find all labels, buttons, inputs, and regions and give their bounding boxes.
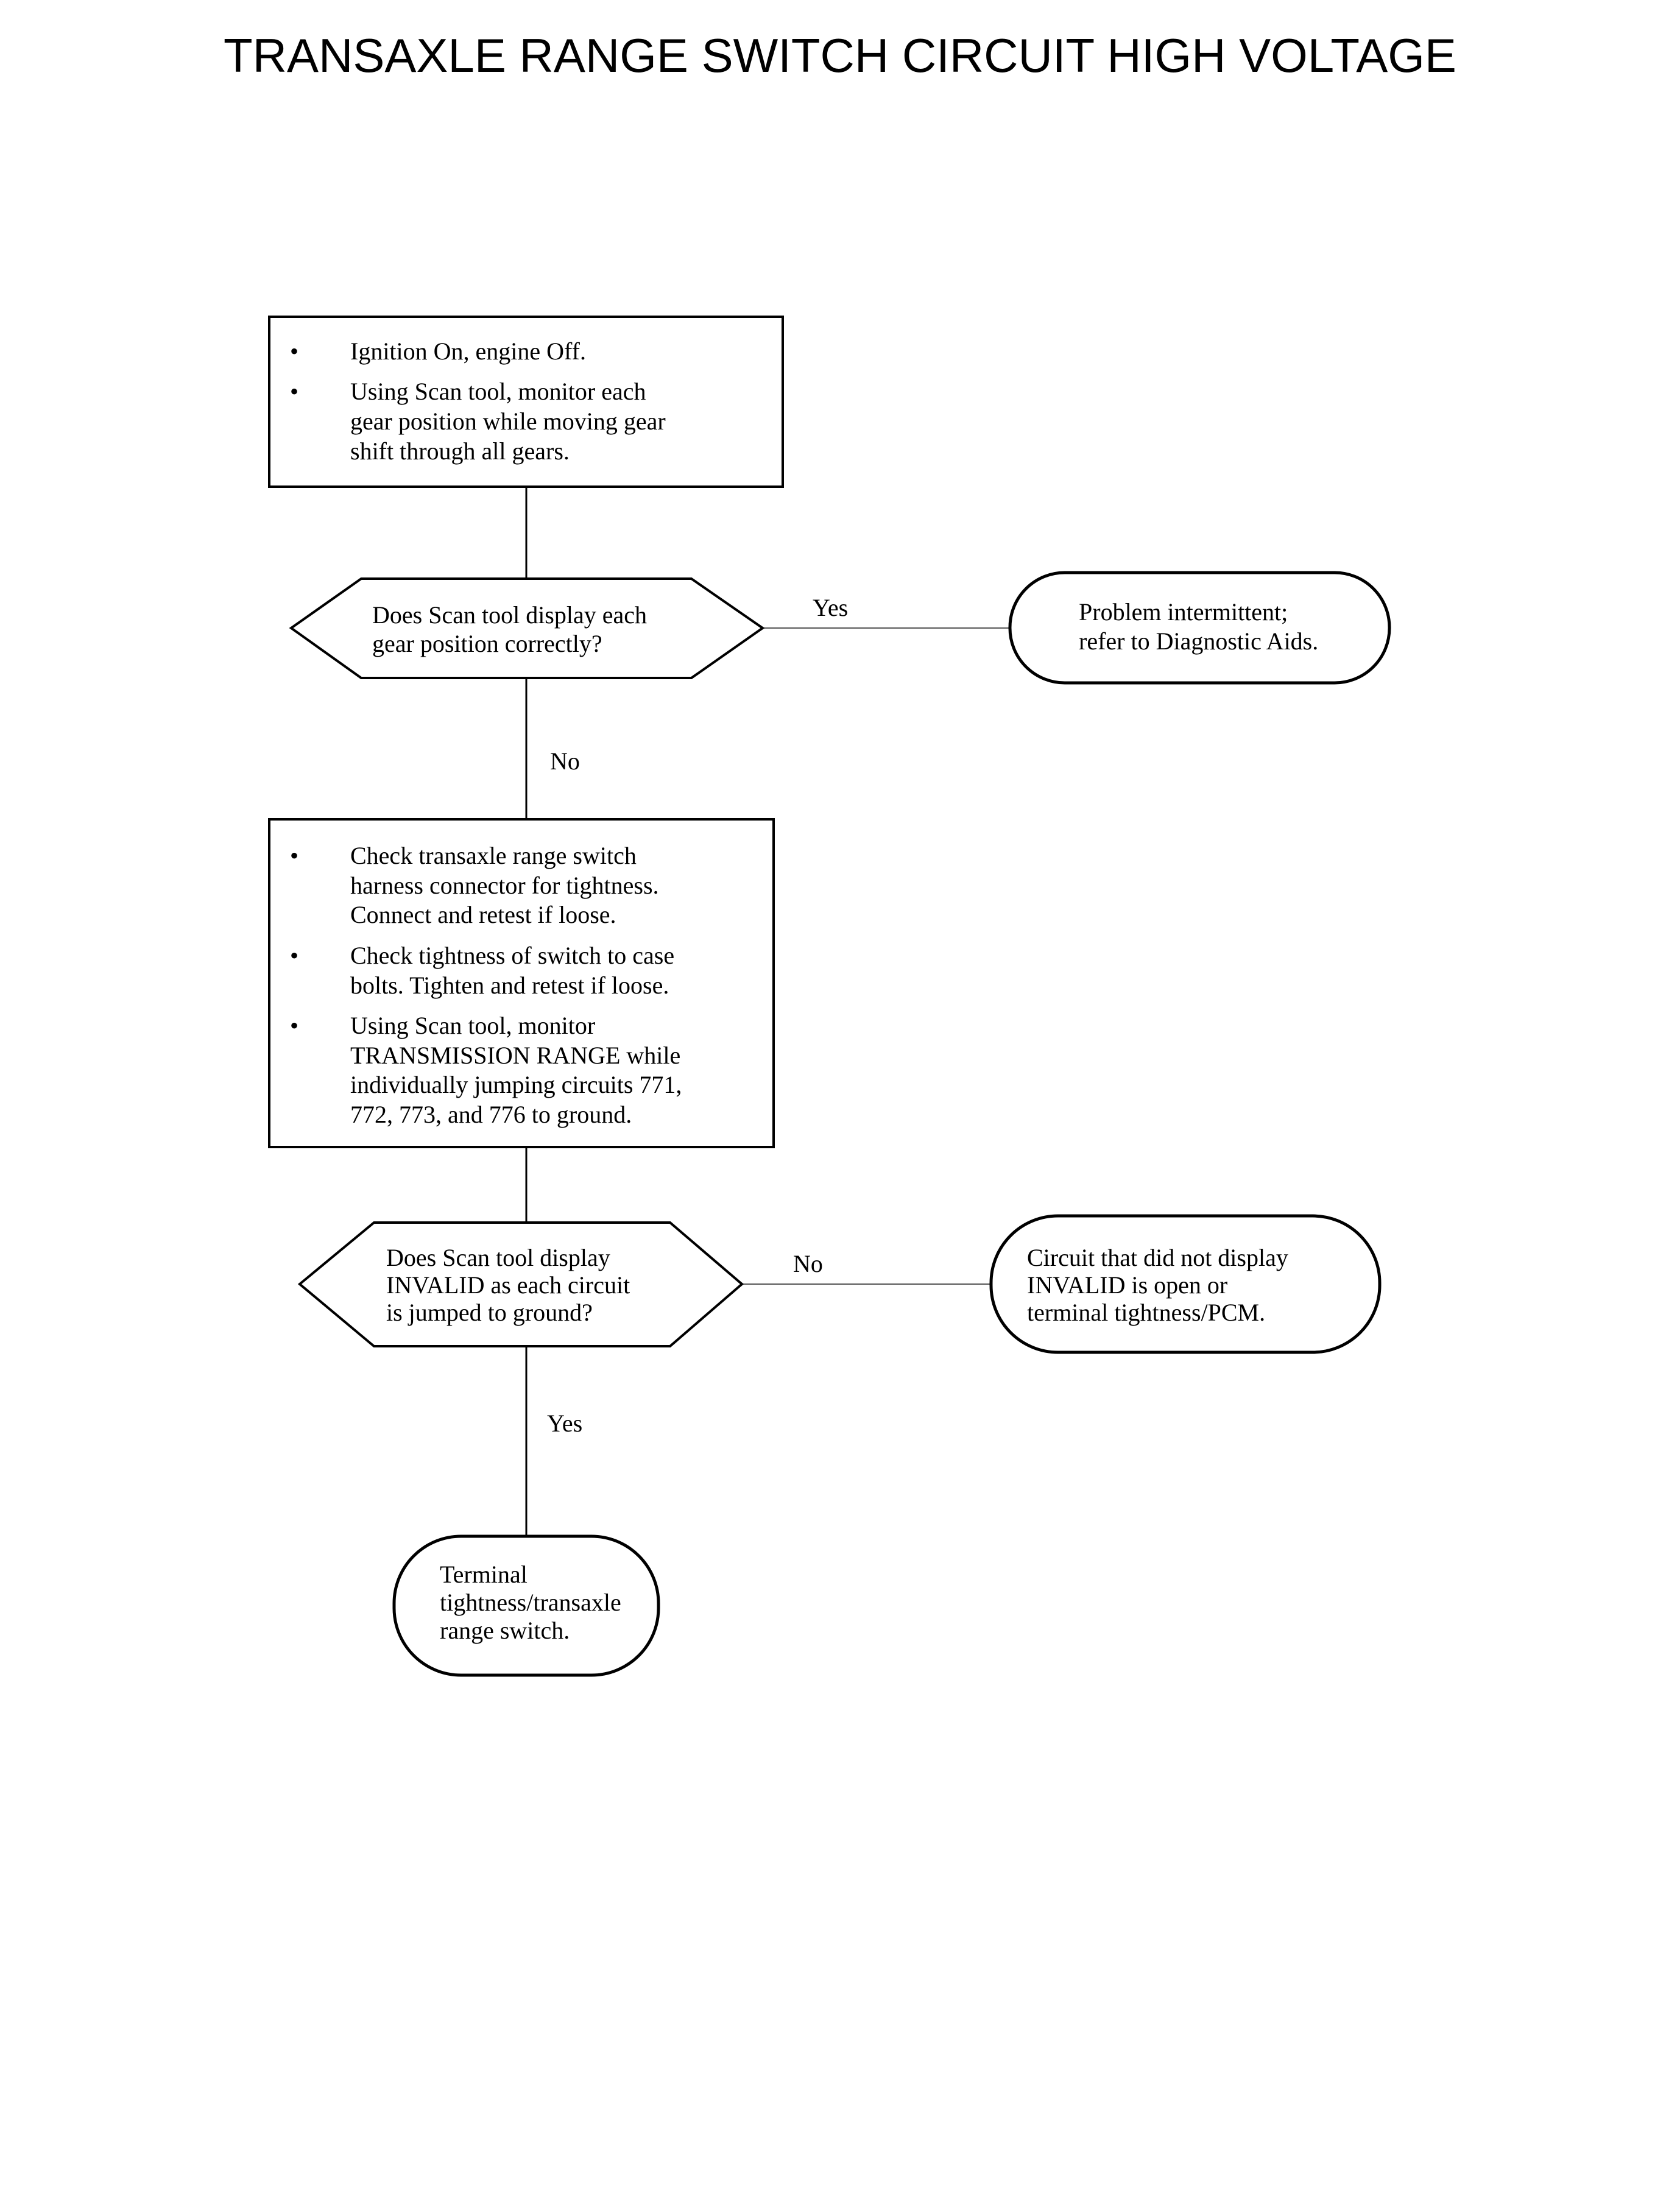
decision-2-no-label: No [793, 1250, 823, 1277]
step-box-2-line: 772, 773, and 776 to ground. [350, 1101, 632, 1128]
step-box-1-line: gear position while moving gear [350, 408, 666, 435]
terminal-3-line: range switch. [440, 1617, 570, 1644]
terminal-3 [392, 1534, 660, 1677]
step-box-1-line: Ignition On, engine Off. [350, 337, 586, 365]
terminal-2-line: Circuit that did not display [1027, 1244, 1288, 1271]
terminal-2-line: terminal tightness/PCM. [1027, 1299, 1265, 1326]
decision-2-line: is jumped to ground? [386, 1299, 593, 1326]
decision-1-yes-label: Yes [813, 594, 848, 621]
terminal-1 [1008, 571, 1391, 685]
step-box-1-line: shift through all gears. [350, 437, 570, 465]
decision-2-yes-label: Yes [547, 1410, 582, 1437]
page-title: TRANSAXLE RANGE SWITCH CIRCUIT HIGH VOLT… [224, 29, 1456, 82]
step-box-2-line: Using Scan tool, monitor [350, 1012, 595, 1039]
decision-2-diamond [297, 1221, 744, 1347]
step-box-2-line: Connect and retest if loose. [350, 901, 616, 928]
bullet: • [290, 378, 298, 405]
step-box-2 [268, 818, 775, 1148]
step-box-2-text: • Check transaxle range switch harness c… [290, 842, 682, 1128]
step-box-2-line: bolts. Tighten and retest if loose. [350, 972, 669, 999]
terminal-2-line: INVALID is open or [1027, 1271, 1227, 1299]
terminal-2 [989, 1214, 1382, 1354]
bullet: • [290, 942, 298, 969]
step-box-2-line: Check transaxle range switch [350, 842, 637, 869]
bullet: • [290, 842, 298, 869]
step-box-1-text: • Ignition On, engine Off. • Using Scan … [290, 337, 666, 465]
terminal-3-line: Terminal [440, 1561, 528, 1588]
terminal-3-line: tightness/transaxle [440, 1589, 621, 1616]
bullet: • [290, 1012, 298, 1039]
decision-2-line: INVALID as each circuit [386, 1271, 630, 1299]
decision-1-line: gear position correctly? [372, 630, 602, 657]
decision-1-diamond [289, 577, 765, 679]
terminal-1-line: refer to Diagnostic Aids. [1079, 627, 1318, 655]
terminal-1-line: Problem intermittent; [1079, 598, 1288, 626]
step-box-2-line: Check tightness of switch to case [350, 942, 674, 969]
bullet: • [290, 337, 298, 365]
decision-1-line: Does Scan tool display each [372, 601, 647, 629]
step-box-2-line: TRANSMISSION RANGE while [350, 1042, 680, 1069]
step-box-1-line: Using Scan tool, monitor each [350, 378, 646, 405]
step-box-2-line: harness connector for tightness. [350, 872, 659, 899]
step-box-2-line: individually jumping circuits 771, [350, 1071, 682, 1098]
decision-1-no-label: No [550, 747, 580, 775]
step-box-1 [268, 316, 784, 488]
decision-2-line: Does Scan tool display [386, 1244, 610, 1271]
